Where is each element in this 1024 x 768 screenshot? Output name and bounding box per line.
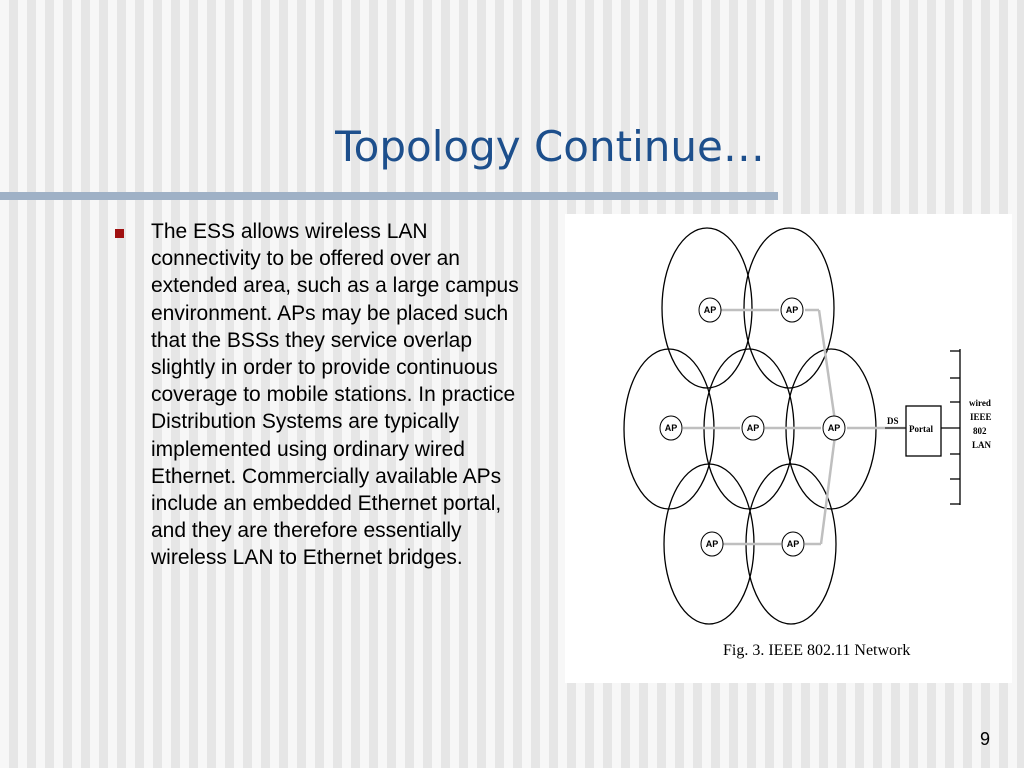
lan-label: IEEE xyxy=(970,412,992,422)
ap-label: AP xyxy=(787,539,800,549)
ap-label: AP xyxy=(747,423,760,433)
ds-label: DS xyxy=(887,416,899,426)
access-point: AP xyxy=(659,415,683,441)
lan-label: wired xyxy=(969,398,991,408)
access-point: AP xyxy=(741,415,765,441)
network-figure: DS Portal wired IEEE 802 LAN AP AP xyxy=(565,214,1012,683)
access-point: AP xyxy=(698,297,722,323)
access-point: AP xyxy=(700,531,724,557)
ds-link xyxy=(817,309,838,429)
figure-caption: Fig. 3. IEEE 802.11 Network xyxy=(723,642,910,659)
lan-label: LAN xyxy=(972,440,992,450)
bss-circle xyxy=(743,227,835,389)
portal-label: Portal xyxy=(909,424,933,434)
bullet-marker xyxy=(115,229,124,238)
ap-label: AP xyxy=(704,305,717,315)
lan-label: 802 xyxy=(973,426,987,436)
ap-label: AP xyxy=(665,423,678,433)
page-number: 9 xyxy=(979,729,990,749)
portal-box xyxy=(905,405,942,457)
slide-title: Topology Continue… xyxy=(335,122,765,171)
access-point: AP xyxy=(781,531,805,557)
bullet-text: The ESS allows wireless LAN connectivity… xyxy=(151,220,519,570)
ap-label: AP xyxy=(786,305,799,315)
bss-circle xyxy=(661,227,753,389)
ap-label: AP xyxy=(706,539,719,549)
access-point: AP xyxy=(780,297,804,323)
access-point: AP xyxy=(822,415,846,441)
ds-link xyxy=(819,427,838,545)
ieee-802-11-diagram: DS Portal wired IEEE 802 LAN AP AP xyxy=(623,227,992,659)
title-divider xyxy=(0,192,778,200)
ap-label: AP xyxy=(828,423,841,433)
